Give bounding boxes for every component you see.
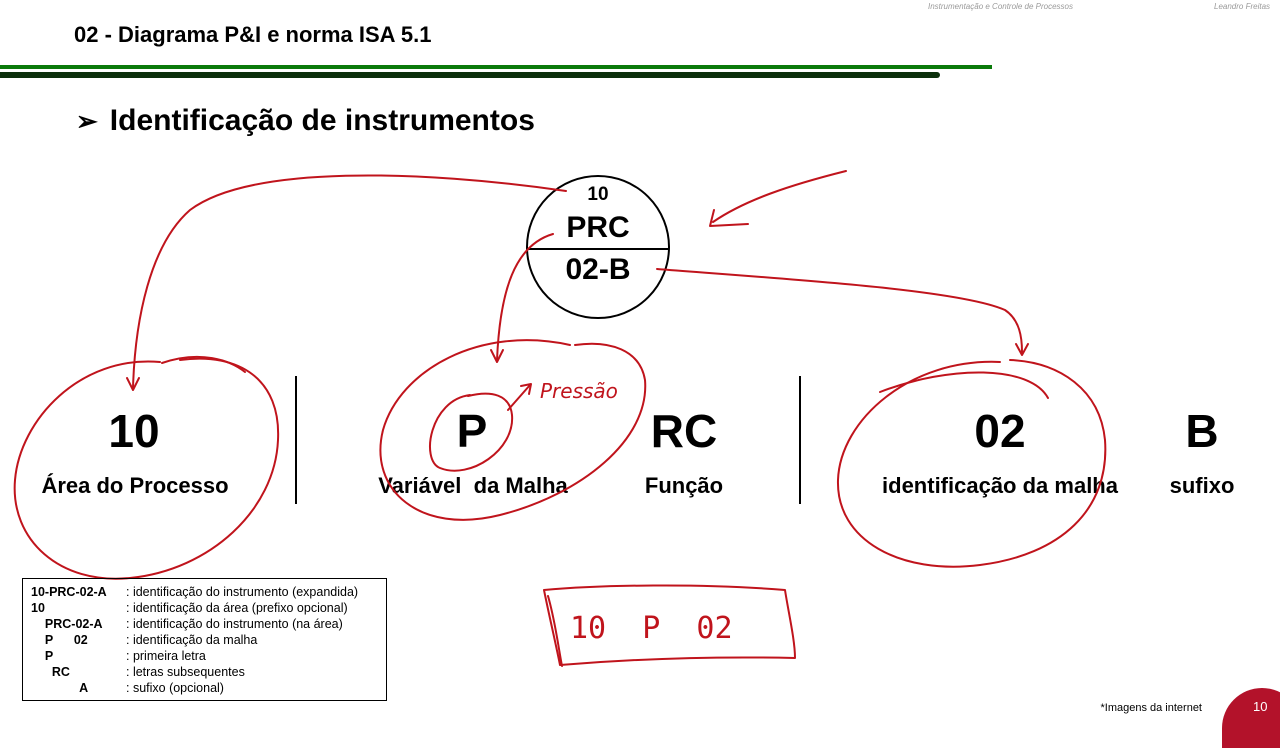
legend-code: 10: [31, 601, 45, 615]
circle-p: [429, 392, 514, 472]
arrow-pressure-head: [520, 383, 532, 395]
bubble-function-code: PRC: [566, 211, 630, 244]
arrow-area-curve: [132, 174, 567, 389]
suffix-label: sufixo: [1169, 473, 1235, 498]
variable-code: P: [456, 405, 488, 457]
footer-note: *Imagens da internet: [1100, 702, 1202, 714]
example-box: [543, 584, 796, 667]
circle-loop-tick: [879, 371, 1049, 399]
legend-code: PRC-02-A: [31, 617, 103, 631]
bullet-text: Identificação de instrumentos: [109, 104, 535, 137]
function-label: Função: [644, 473, 724, 498]
loop-code: 02: [974, 405, 1026, 457]
legend-row: P 02 : identificação da malha: [31, 632, 378, 648]
arrow-bubble-curve: [712, 170, 847, 223]
bullet-heading: ➢ Identificação de instrumentos: [76, 104, 535, 138]
legend-desc: : sufixo (opcional): [126, 681, 224, 695]
divider-right: [799, 376, 801, 504]
bubble-divider: [528, 248, 668, 250]
author-name: Leandro Freitas: [1214, 2, 1271, 11]
circle-loop: [836, 359, 1107, 568]
variable-label: Variável da Malha: [378, 473, 568, 498]
legend-row: 10 : identificação da área (prefixo opcio…: [31, 600, 378, 616]
legend-desc: : letras subsequentes: [126, 665, 245, 679]
arrow-variable-curve: [496, 233, 554, 361]
bubble-area-code: 10: [587, 184, 609, 205]
legend-code: 10-PRC-02-A: [31, 585, 107, 599]
arrow-bubble-head: [709, 209, 749, 227]
area-code: 10: [108, 405, 160, 457]
instrument-bubble: 10 PRC 02-B: [526, 175, 670, 319]
header-rule-dark: [0, 72, 940, 78]
circle-area-tick: [161, 355, 246, 373]
legend-code: P 02: [31, 633, 88, 647]
arrow-loop-curve: [656, 268, 1023, 353]
legend-code: RC: [31, 665, 70, 679]
header-rule-green: [0, 65, 992, 69]
page-number: 10: [1253, 699, 1268, 714]
legend-row: PRC-02-A : identificação do instrumento (…: [31, 616, 378, 632]
legend-row: P : primeira letra: [31, 648, 378, 664]
legend-row: A : sufixo (opcional): [31, 680, 378, 696]
arrow-area-head: [126, 377, 140, 391]
legend-desc: : identificação do instrumento (expandid…: [126, 585, 359, 599]
legend-desc: : primeira letra: [126, 649, 206, 663]
suffix-code: B: [1185, 405, 1219, 457]
legend-row: RC : letras subsequentes: [31, 664, 378, 680]
loop-label: identificação da malha: [882, 473, 1118, 498]
divider-left: [295, 376, 297, 504]
function-code: RC: [650, 405, 718, 457]
arrow-loop-head: [1015, 343, 1029, 356]
pressure-note: Pressão: [540, 379, 618, 403]
legend-desc: : identificação da malha: [126, 633, 258, 647]
bubble-loop-code: 02-B: [565, 253, 631, 286]
slide-title: 02 - Diagrama P&I e norma ISA 5.1: [74, 22, 432, 47]
area-label: Área do Processo: [41, 473, 229, 498]
boxed-example: 10 P 02: [570, 611, 733, 646]
bullet-arrow-icon: ➢: [76, 105, 98, 136]
legend-desc: : identificação do instrumento (na área): [126, 617, 343, 631]
legend-row: 10-PRC-02-A : identificação do instrument…: [31, 584, 378, 600]
legend-box: 10-PRC-02-A : identificação do instrument…: [22, 578, 387, 701]
course-name: Instrumentação e Controle de Processos: [928, 2, 1073, 11]
circle-area: [13, 357, 280, 580]
arrow-variable-head: [490, 349, 504, 363]
legend-desc: : identificação da área (prefixo opciona…: [126, 601, 348, 615]
legend-code: P: [31, 649, 54, 663]
handwritten-annotations: Pressão 10 P 02: [13, 170, 1107, 667]
legend-code: A: [31, 681, 89, 695]
arrow-pressure: [507, 384, 531, 411]
circle-variable: [379, 339, 647, 521]
